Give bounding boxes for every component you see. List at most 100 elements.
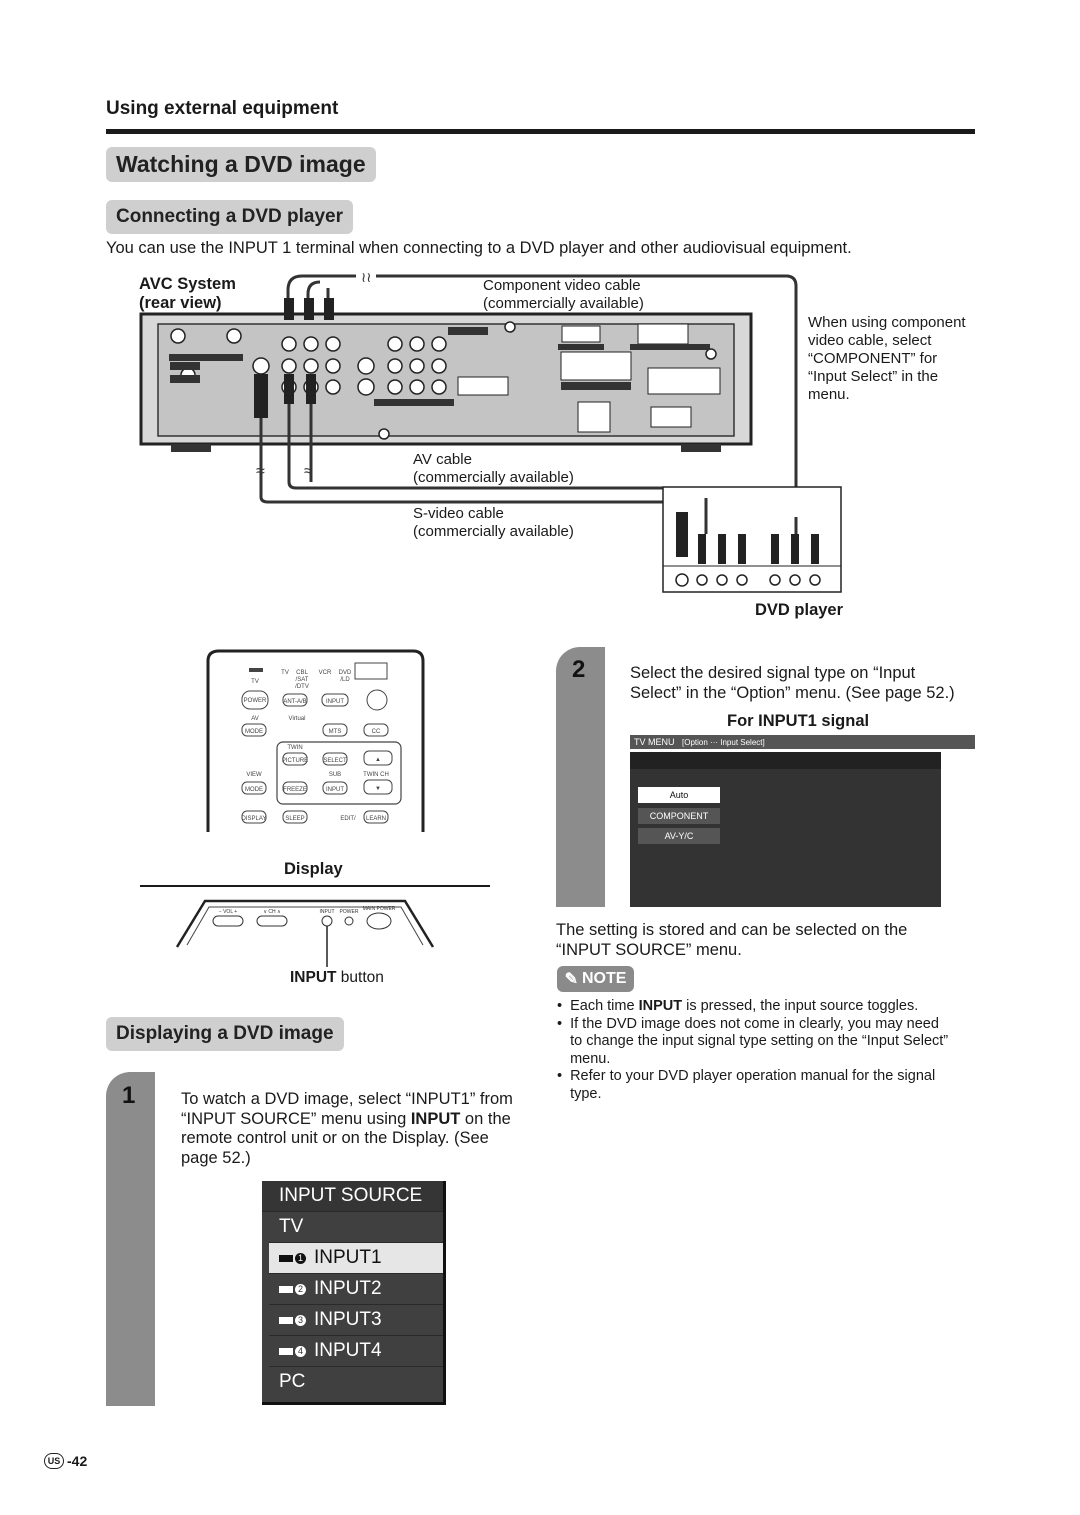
svideo-cable-line-2: (commercially available): [413, 523, 574, 540]
svideo-cable-line-1: S-video cable: [413, 505, 504, 522]
svg-text:TV: TV: [251, 679, 259, 685]
av-cable-line-1: AV cable: [413, 451, 472, 468]
note-item-3: • Refer to your DVD player operation man…: [557, 1068, 977, 1103]
svg-text:LEARN: LEARN: [366, 816, 386, 822]
bullet-icon: •: [557, 1015, 563, 1032]
avc-label-line-2: (rear view): [139, 294, 222, 312]
connection-diagram: ≀≀: [106, 262, 986, 632]
tvmenu-path: [Option ··· Input Select]: [682, 738, 765, 747]
menu-item-input2[interactable]: 2 INPUT2: [269, 1274, 443, 1305]
svg-text:DVD: DVD: [339, 670, 352, 676]
svg-text:/DTV: /DTV: [295, 684, 309, 690]
connect-intro: You can use the INPUT 1 terminal when co…: [106, 239, 852, 257]
svg-text:FREEZE: FREEZE: [283, 787, 307, 793]
svg-text:/SAT: /SAT: [296, 677, 309, 683]
component-note-line-3: “COMPONENT” for: [808, 350, 938, 367]
display-label: Display: [284, 860, 343, 878]
input-plug-icon: [279, 1254, 293, 1262]
svg-text:SUB: SUB: [329, 772, 341, 778]
component-note-line-4: “Input Select” in the: [808, 368, 939, 385]
step1-line-3: remote control unit or on the Display. (…: [181, 1129, 489, 1147]
svg-text:− VOL +: − VOL +: [219, 909, 238, 915]
svg-text:▲: ▲: [375, 757, 381, 763]
bullet-icon: •: [557, 1068, 563, 1084]
badge-2: 2: [295, 1283, 306, 1295]
note-1-post: is pressed, the input source toggles.: [682, 998, 919, 1014]
option-component[interactable]: COMPONENT: [638, 808, 720, 824]
menu-item-pc-label: PC: [279, 1371, 306, 1392]
svg-text:POWER: POWER: [340, 909, 359, 915]
menu-item-input4-label: INPUT4: [314, 1340, 382, 1361]
input-plug-icon: [279, 1316, 293, 1324]
note-1-bold: INPUT: [638, 998, 683, 1014]
menu-item-input2-label: INPUT2: [314, 1278, 382, 1299]
av-cable-label: AV cable (commercially available): [413, 451, 574, 487]
option-av-yc[interactable]: AV-Y/C: [638, 828, 720, 844]
dvd-player-label: DVD player: [755, 601, 844, 619]
svg-text:SLEEP: SLEEP: [285, 816, 304, 822]
svg-text:CC: CC: [372, 729, 381, 735]
section-title: Using external equipment: [106, 98, 339, 119]
component-note-line-1: When using component: [808, 314, 966, 331]
note-3-line-2: type.: [570, 1085, 602, 1102]
svg-text:≈: ≈: [304, 463, 313, 480]
page-number: -42: [67, 1453, 88, 1469]
region-badge: US: [44, 1453, 64, 1469]
step2-bar: [556, 647, 605, 907]
svideo-cable-label: S-video cable (commercially available): [413, 505, 574, 541]
step2-line-1: Select the desired signal type on “Input: [630, 664, 916, 682]
display-rule: [140, 885, 490, 887]
svg-text:VCR: VCR: [319, 670, 332, 676]
menu-item-input3-label: INPUT3: [314, 1309, 382, 1330]
tvmenu-bar: TV MENU [Option ··· Input Select]: [630, 735, 975, 749]
input-plug-icon: [279, 1285, 293, 1293]
svg-text:INPUT: INPUT: [326, 787, 344, 793]
menu-item-tv[interactable]: TV: [269, 1212, 443, 1243]
menu-item-pc[interactable]: PC: [269, 1367, 443, 1397]
stored-line-1: The setting is stored and can be selecte…: [556, 921, 908, 939]
step1-line-4: page 52.): [181, 1148, 251, 1167]
svg-text:EDIT/: EDIT/: [340, 816, 356, 822]
badge-4: 4: [295, 1345, 306, 1357]
step1-line-2-post: on the: [460, 1109, 511, 1128]
note-list: • Each time INPUT is pressed, the input …: [557, 998, 977, 1103]
menu-item-input4[interactable]: 4 INPUT4: [269, 1336, 443, 1367]
step2-text: Select the desired signal type on “Input…: [630, 664, 975, 703]
svg-text:TV: TV: [281, 670, 289, 676]
note-3-line-1: Refer to your DVD player operation manua…: [570, 1068, 936, 1084]
step1-line-1: To watch a DVD image, select “INPUT1” fr…: [181, 1090, 513, 1108]
setting-stored-text: The setting is stored and can be selecte…: [556, 921, 976, 960]
svg-text:PICTURE: PICTURE: [282, 758, 308, 764]
note-item-1: • Each time INPUT is pressed, the input …: [557, 998, 977, 1016]
svg-text:∨ CH ∧: ∨ CH ∧: [263, 909, 281, 915]
svg-text:SELECT: SELECT: [323, 758, 347, 764]
displaying-heading: Displaying a DVD image: [106, 1017, 344, 1051]
note-1-pre: Each time: [570, 998, 639, 1014]
svg-text:DISPLAY: DISPLAY: [242, 816, 267, 822]
step1-line-2: “INPUT SOURCE” menu using INPUT on the: [181, 1110, 526, 1130]
component-note: When using component video cable, select…: [808, 314, 966, 404]
connection-diagram-svg: ≀≀: [139, 269, 842, 593]
menu-title: INPUT SOURCE: [262, 1181, 443, 1212]
svg-text:MODE: MODE: [245, 787, 263, 793]
component-note-line-5: menu.: [808, 386, 850, 403]
svg-text:TWIN: TWIN: [287, 745, 302, 751]
component-cable-line-2: (commercially available): [483, 295, 644, 312]
option-auto[interactable]: Auto: [638, 787, 720, 803]
note-badge: ✎NOTE: [557, 966, 634, 992]
input-button-bold: INPUT: [290, 969, 337, 986]
svg-text:ANT-A/B: ANT-A/B: [283, 699, 306, 705]
component-cable-line-1: Component video cable: [483, 277, 641, 294]
svg-text:INPUT: INPUT: [326, 699, 344, 705]
note-2-line-1: If the DVD image does not come in clearl…: [570, 1015, 939, 1032]
input-button-label: INPUT button: [290, 969, 384, 987]
svg-text:MAIN POWER: MAIN POWER: [363, 906, 396, 912]
note-2-line-2: to change the input signal type setting …: [570, 1033, 949, 1049]
page-footer: US -42: [44, 1453, 87, 1469]
